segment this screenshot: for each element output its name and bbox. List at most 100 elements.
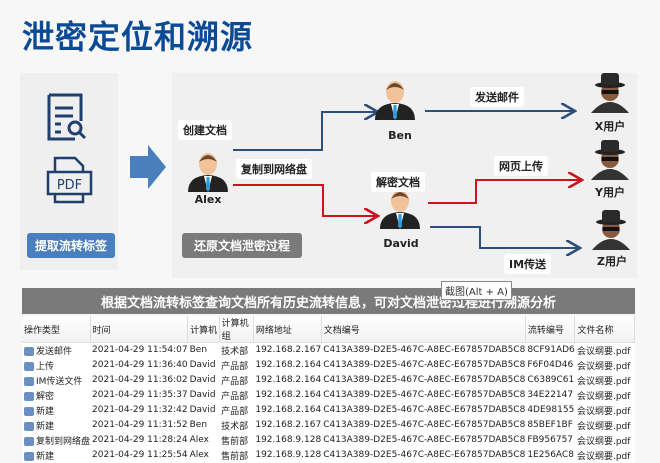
operation-type: 发送邮件 [36,346,73,357]
table-cell: Ben [189,420,208,430]
table-cell: IM传送文件 [22,373,90,388]
flow-line-alex-ben [233,112,378,151]
table-cell: 192.168.2.164 [255,375,322,385]
operation-type: 上传 [36,361,55,372]
table-cell: 85BEF1BF [527,420,573,430]
extract-tag-button[interactable]: 提取流转标签 [27,233,115,258]
table-cell: 192.168.2.167 [255,420,322,430]
column-header[interactable]: 计算机组 [219,316,254,343]
column-header[interactable]: 文件名称 [574,316,635,343]
person-ben-label: Ben [388,129,412,142]
table-cell: C413A389-D2E5-467C-A8EC-E67857DAB5C8 [323,360,526,370]
table-cell: 2021-04-29 11:54:07 [92,345,188,356]
table-cell: David [189,405,216,415]
column-header[interactable]: 操作类型 [22,316,91,343]
table-cell: 2021-04-29 11:32:42 [92,405,188,415]
table-cell: 技术部 [221,421,249,432]
target-y-label: Y用户 [595,186,625,199]
table-cell: 192.168.2.167 [255,345,322,356]
table-cell: 192.168.2.164 [255,405,322,415]
restore-process-button[interactable]: 还原文档泄密过程 [182,233,302,258]
table-cell: David [189,375,216,385]
table-cell: 2021-04-29 11:28:24 [92,435,188,445]
table-cell: 产品部 [221,391,249,402]
table-cell: 产品部 [221,376,249,387]
table-cell: C413A389-D2E5-467C-A8EC-E67857DAB5C8 [323,390,526,400]
column-header[interactable]: 文档编号 [321,316,526,343]
table-cell: 产品部 [221,406,249,417]
person-alex-label: Alex [194,193,222,206]
table-cell: 产品部 [221,361,249,372]
operation-type: 新建 [36,421,55,432]
flow-line-david-z [430,226,580,248]
table-cell: Alex [189,450,209,460]
table-cell: 解密 [22,388,90,403]
table-cell: Alex [189,435,209,445]
pdf-file-icon: PDF [46,156,93,204]
operation-type-icon [24,436,34,446]
table-cell: C413A389-D2E5-467C-A8EC-E67857DAB5C8 [323,450,526,460]
table-cell: 会议纲要.pdf [576,421,631,432]
table-cell: 192.168.9.128 [255,435,322,445]
table-cell: 新建 [22,448,90,463]
table-cell: F6F04D46 [527,360,574,370]
action-decrypt: 解密文档 [371,172,425,192]
operation-type-icon [24,361,34,371]
table-cell: 发送邮件 [22,343,90,358]
table-cell: 售前部 [221,451,249,462]
table-cell: 会议纲要.pdf [576,406,631,417]
table-cell: C6389C61 [527,375,575,385]
target-x-label: X用户 [594,120,626,133]
column-header[interactable]: 流转编号 [525,316,576,343]
table-cell: 新建 [22,418,90,433]
flow-history-table: 操作类型时间计算机计算机组网络地址文档编号流转编号文件名称 发送邮件 2021-0… [22,316,635,463]
operation-type-icon [24,406,34,416]
flow-lines [188,73,630,290]
table-cell: 会议纲要.pdf [576,376,631,387]
table-cell: 售前部 [221,436,249,447]
operation-type: 新建 [36,406,55,417]
table-cell: 4DE98155 [527,405,575,415]
pdf-label: PDF [57,178,82,193]
action-web: 网页上传 [494,156,548,176]
table-cell: 上传 [22,358,90,373]
alex-avatar-icon [188,153,228,192]
table-cell: FB956757 [527,435,574,445]
target-z-label: Z用户 [597,255,627,268]
screenshot-tooltip: 截图(Alt + A) [441,281,512,300]
column-header[interactable]: 计算机 [187,316,220,343]
document-search-icon [47,93,87,141]
table-cell: C413A389-D2E5-467C-A8EC-E67857DAB5C8 [323,420,526,430]
hacker-y-icon [591,140,629,180]
action-create: 创建文档 [178,120,232,140]
column-header[interactable]: 时间 [90,316,189,343]
table-cell: C413A389-D2E5-467C-A8EC-E67857DAB5C8 [323,435,526,445]
table-cell: C413A389-D2E5-467C-A8EC-E67857DAB5C8 [323,375,526,385]
table-cell: David [189,390,216,400]
table-cell: 2021-04-29 11:36:02 [92,375,188,385]
table-cell: 34E22147 [527,390,574,400]
flow-line-alex-david [233,184,378,216]
table-cell: 8CF91AD6 [527,345,575,356]
table-cell: 1E256AC8 [527,450,574,460]
operation-type-icon [24,421,34,431]
table-cell: C413A389-D2E5-467C-A8EC-E67857DAB5C8 [323,345,526,356]
action-email: 发送邮件 [470,87,524,107]
hacker-x-icon [591,73,629,113]
table-cell: David [189,360,216,370]
operation-type-icon [24,391,34,401]
page-title: 泄密定位和溯源 [22,18,254,56]
table-cell: 新建 [22,403,90,418]
table-cell: 192.168.2.164 [255,390,322,400]
right-arrow-icon [130,145,166,189]
column-header[interactable]: 网络地址 [253,316,322,343]
david-avatar-icon [380,190,420,229]
